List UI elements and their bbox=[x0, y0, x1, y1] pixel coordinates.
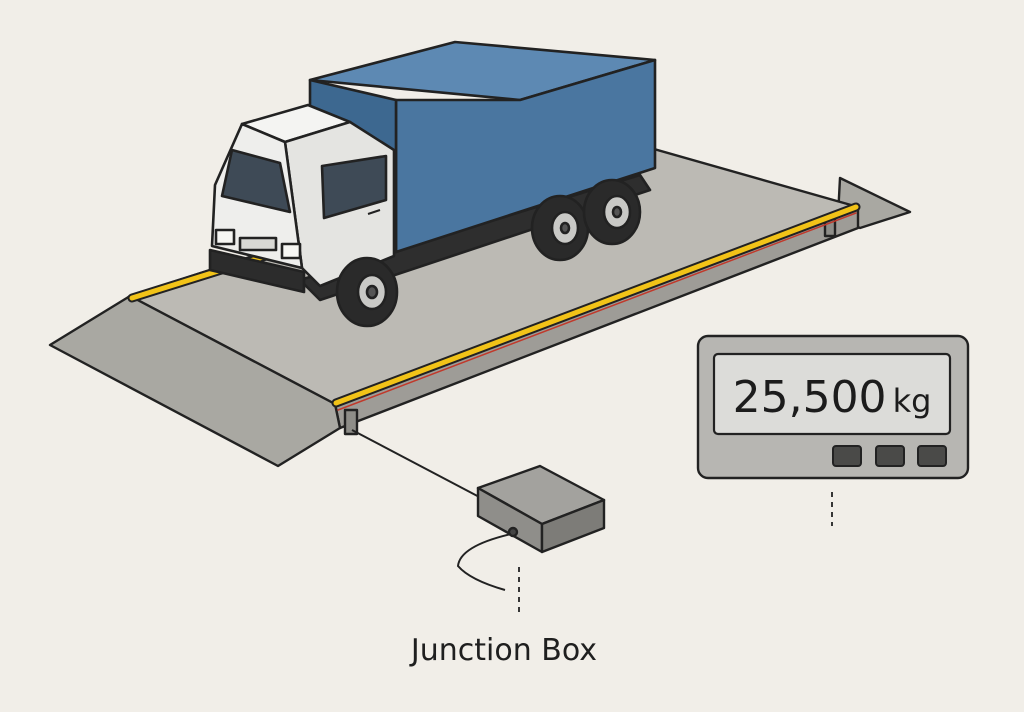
indicator-screen bbox=[712, 352, 952, 436]
headlight bbox=[280, 242, 302, 260]
grille bbox=[238, 236, 278, 252]
front-bumper bbox=[208, 248, 306, 294]
indicator-button[interactable] bbox=[832, 445, 862, 467]
indicator-button[interactable] bbox=[917, 445, 947, 467]
side-window bbox=[320, 154, 388, 220]
output-cable bbox=[456, 533, 512, 591]
junction-box-icon bbox=[476, 464, 606, 554]
windshield bbox=[220, 148, 292, 214]
indicator-button[interactable] bbox=[875, 445, 905, 467]
stripe-front-shadow bbox=[337, 212, 857, 411]
stripe-front bbox=[333, 204, 859, 406]
door-handle bbox=[367, 209, 381, 215]
box-truck-icon bbox=[208, 40, 657, 328]
support-pillar bbox=[343, 408, 359, 436]
near-ramp bbox=[48, 294, 342, 468]
truck-wheel bbox=[582, 178, 642, 246]
junction-box-side bbox=[540, 498, 606, 554]
junction-box-label: Junction Box bbox=[409, 633, 597, 668]
truck-wheel bbox=[335, 256, 399, 328]
weight-unit: kg bbox=[893, 382, 932, 420]
weight-value: 25,500 bbox=[733, 372, 887, 423]
load-cell-cable bbox=[351, 429, 486, 501]
truck-wheel bbox=[530, 194, 590, 262]
headlight bbox=[214, 228, 236, 246]
